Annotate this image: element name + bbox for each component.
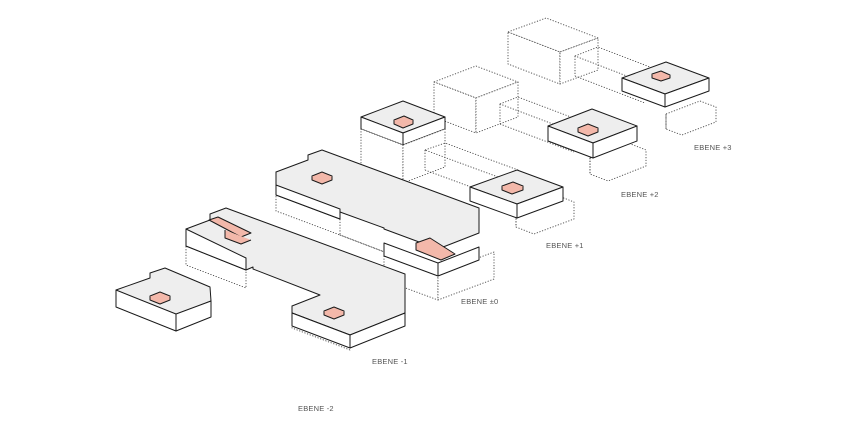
level-0-label: EBENE ±0: [461, 297, 499, 306]
level-minus1-group: [185, 207, 406, 351]
level-plus2-group: [433, 65, 647, 182]
level-plus1-label: EBENE +1: [546, 241, 584, 250]
level-plus2-slab-right: [592, 125, 638, 159]
level-plus3-label: EBENE +3: [694, 143, 732, 152]
level-plus3-group: [507, 17, 717, 136]
level-plus3-slab-right: [664, 77, 710, 108]
level-0-group: [275, 149, 495, 301]
level-plus1-group: [360, 100, 575, 235]
level-plus2-label: EBENE +2: [621, 190, 659, 199]
level-minus1-opening-a: [208, 216, 252, 238]
level-minus1-label: EBENE -1: [372, 357, 408, 366]
level-minus2-group: [115, 267, 212, 332]
level-minus2-label: EBENE -2: [298, 404, 334, 413]
